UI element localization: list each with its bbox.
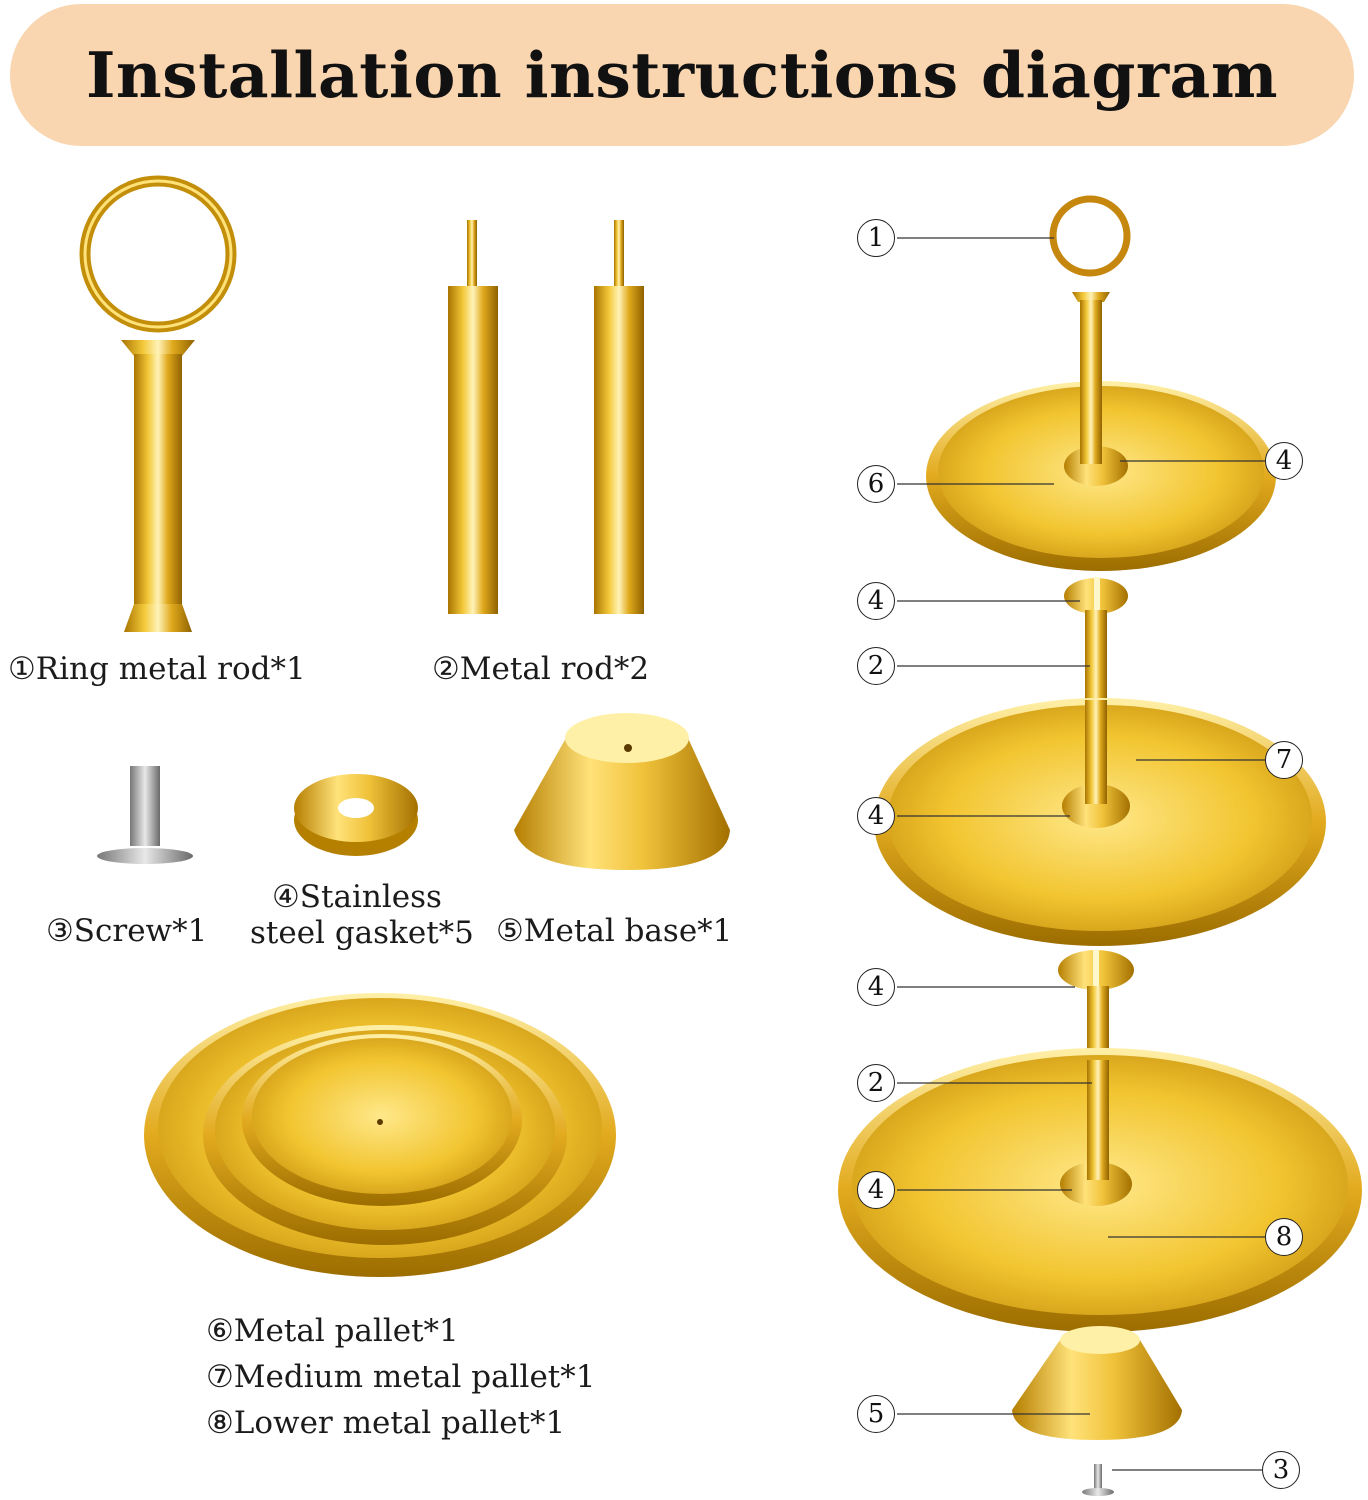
label-gasket-line1: ④Stainless [272, 879, 442, 915]
page-title: Installation instructions diagram [85, 38, 1279, 112]
callout-number: 3 [1262, 1451, 1300, 1489]
screw-illustration [97, 766, 193, 864]
label-metal-base: ⑤Metal base*1 [496, 913, 733, 949]
label-ring-metal-rod: ①Ring metal rod*1 [8, 651, 306, 687]
assembled-stand-illustration [838, 195, 1362, 1496]
gasket-illustration [294, 774, 418, 856]
label-gasket-line2: steel gasket*5 [250, 915, 474, 951]
callout-number: 6 [857, 465, 895, 503]
callout-number: 7 [1265, 741, 1303, 779]
callout-number: 4 [1265, 442, 1303, 480]
callout-number: 8 [1265, 1218, 1303, 1256]
stacked-pallets-illustration [144, 993, 616, 1277]
callout-leader-lines [897, 237, 1265, 1471]
title-banner: Installation instructions diagram [10, 4, 1354, 146]
metal-rod-illustration-1 [448, 220, 498, 614]
callout-number: 4 [857, 1171, 895, 1209]
callout-number: 2 [857, 1064, 895, 1102]
metal-rod-illustration-2 [594, 220, 644, 614]
label-lower-metal-pallet: ⑧Lower metal pallet*1 [206, 1405, 566, 1441]
callout-number: 5 [857, 1395, 895, 1433]
callout-number: 2 [857, 647, 895, 685]
label-metal-rod: ②Metal rod*2 [432, 651, 650, 687]
ring-metal-rod-illustration [79, 175, 237, 632]
label-medium-metal-pallet: ⑦Medium metal pallet*1 [206, 1359, 596, 1395]
metal-base-illustration [514, 713, 730, 870]
callout-number: 4 [857, 797, 895, 835]
callout-number: 4 [857, 968, 895, 1006]
label-metal-pallet: ⑥Metal pallet*1 [206, 1313, 459, 1349]
callout-number: 4 [857, 582, 895, 620]
label-screw: ③Screw*1 [46, 913, 208, 949]
callout-number: 1 [857, 219, 895, 257]
